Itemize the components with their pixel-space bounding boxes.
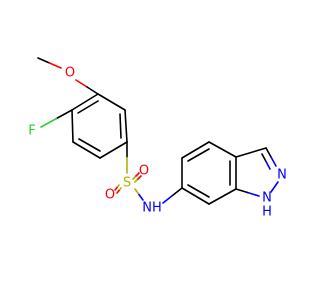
bond-c3-n2-half-a [265,147,272,158]
bond-c3-n2-inner-half-a [261,153,267,163]
sulfonyl-oxygen-top-label: O [139,164,149,179]
bond-n-ring-half-a [162,194,174,204]
indazole-n-label: N [277,168,287,183]
bond-s-n-half-b [138,193,144,201]
atom-label-layer: O F S O O NH N N H [28,66,287,220]
bond-n1-c7a-half-a [246,191,260,197]
bond-b2-b3-inner [187,148,210,162]
bond-b6-b1 [181,187,210,205]
bond-c3-n2-half-b [270,156,277,167]
sulfur-label: S [123,176,131,191]
bond-n1-c7a-half-b [235,188,249,194]
bond-a2-a3 [124,109,128,143]
bond-methyl-o-half-b [48,62,62,69]
bond-o-ring-half-a [75,79,88,88]
sulfonyl-oxygen-bottom-label: O [105,188,115,203]
bond-n-ring-half-b [171,187,183,197]
bond-s-o-top-2-half-b [137,175,142,180]
bond-c3-n2-inner-half-b [265,160,271,170]
bond-b2-b3 [181,141,210,159]
fluorine-label: F [28,124,35,139]
bond-a5-a6 [71,109,74,143]
bond-b6-b1-inner [187,184,210,198]
bond-o-ring-half-b [86,86,99,95]
bond-a1-a2 [97,93,126,111]
bond-s-o-top-1-half-b [135,172,140,177]
indazole-nh-h-label: H [262,205,272,220]
bond-s-o-bot-1-half-b [114,186,118,191]
bond-s-n-half-a [134,188,140,196]
bond-n2-n1 [270,181,279,193]
indazole-nh-n-label: N [262,191,272,206]
bond-b5-b6 [208,188,237,205]
bond-a3-a4 [99,141,128,159]
bond-a6-a1 [71,93,99,111]
sulfonamide-nh-label: NH [142,201,162,216]
bond-b3-b4 [208,141,237,158]
bond-s-o-bot-2-half-b [116,189,120,194]
molecule-structure: O F S O O NH N N H [28,57,287,220]
methoxy-oxygen-label: O [65,66,75,81]
bond-a6-a1-inner [77,100,99,114]
bond-ring-f-half-a [55,109,73,120]
bond-layer [37,57,279,205]
bond-c3a-c3 [235,147,267,158]
bond-ring-f-half-b [40,117,58,128]
bond-methyl-o-half-a [37,57,51,64]
bond-a2-a3-inner [119,113,122,139]
bond-a4-a5-inner [78,138,101,152]
bond-a4-a5 [72,141,101,159]
